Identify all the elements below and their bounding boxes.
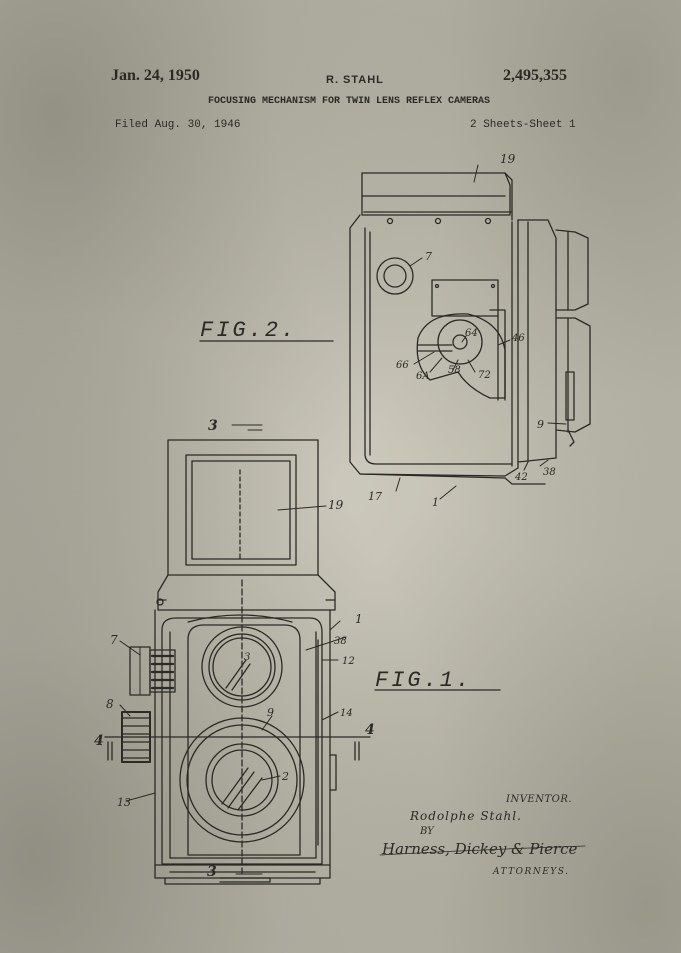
fig2-side-view (349, 172, 591, 485)
by-label: BY (420, 826, 434, 837)
ref-66: 66 (396, 360, 409, 371)
attorneys-signature: Harness, Dickey & Pierce (382, 840, 578, 858)
ref-58: 58 (448, 365, 461, 376)
ref-9-right: 9 (537, 418, 544, 431)
svg-text:FIG.1.: FIG.1. (375, 668, 472, 693)
ref-7-left: 7 (110, 633, 118, 647)
inventor-label: INVENTOR. (506, 794, 573, 805)
ref-2: 2 (281, 770, 289, 783)
signature-flourish (379, 845, 586, 856)
ref-19-top: 19 (500, 152, 516, 166)
ref-17: 17 (368, 490, 382, 503)
ref-4-left: 4 (94, 733, 104, 749)
ref-1-top: 1 (432, 496, 439, 509)
attorneys-label: ATTORNEYS. (493, 867, 570, 877)
inventor-name: R. STAHL (326, 74, 384, 86)
fig1-front-view (104, 439, 371, 885)
filed-date: Filed Aug. 30, 1946 (115, 119, 241, 131)
leader-lines (119, 164, 567, 875)
ref-3-top: 3 (208, 418, 218, 434)
patent-title: FOCUSING MECHANISM FOR TWIN LENS REFLEX … (208, 96, 491, 107)
ref-38-mid: 38 (334, 636, 347, 647)
ref-72: 72 (478, 370, 491, 381)
ref-6a: 6A (416, 371, 430, 382)
fig1-label: FIG.1. (374, 668, 501, 693)
ref-7-top: 7 (425, 250, 432, 263)
ref-12: 12 (342, 656, 355, 667)
ref-42: 42 (514, 472, 528, 483)
sheet-count: 2 Sheets-Sheet 1 (470, 119, 576, 131)
reference-numerals: 19 7 64 46 66 6A 58 72 9 42 38 17 1 3 19… (94, 152, 556, 880)
patent-number: 2,495,355 (503, 67, 567, 84)
ref-64: 64 (465, 328, 478, 339)
ref-14: 14 (340, 708, 353, 719)
fig2-label: FIG.2. (199, 318, 334, 343)
ref-38-bottom: 38 (543, 467, 556, 478)
ref-46: 46 (511, 333, 525, 344)
ref-3-bottom: 3 (207, 864, 217, 880)
inventor-signature: Rodolphe Stahl. (410, 809, 522, 823)
ref-3-lens: 3 (244, 652, 250, 663)
patent-date: Jan. 24, 1950 (111, 67, 200, 84)
ref-13: 13 (117, 796, 131, 809)
ref-8: 8 (106, 697, 114, 711)
ref-1-mid: 1 (355, 612, 363, 626)
ref-4-right: 4 (365, 722, 375, 738)
ref-19-mid: 19 (328, 498, 344, 512)
svg-text:FIG.2.: FIG.2. (200, 318, 297, 343)
ref-9-mid: 9 (267, 706, 274, 719)
